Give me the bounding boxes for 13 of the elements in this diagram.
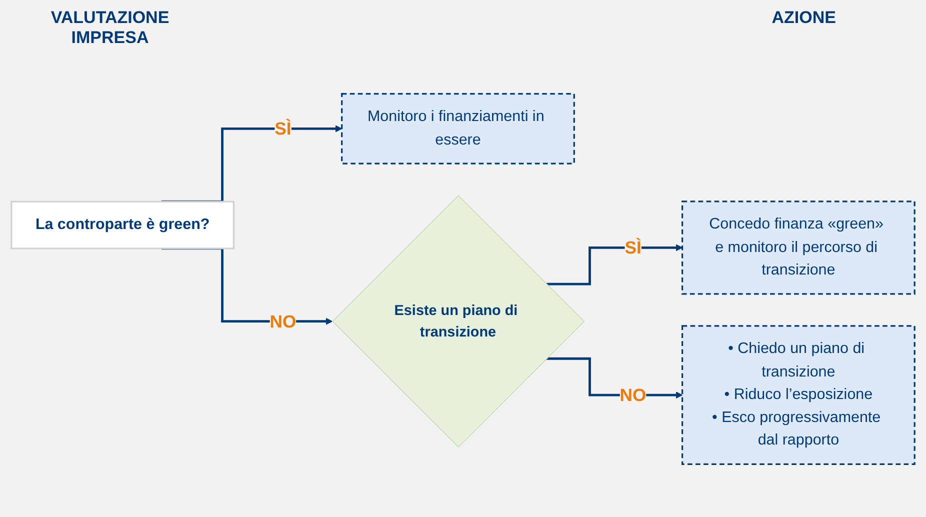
node-box: • Chiedo un piano di transizione • Riduco l’esposizione • Esco progressivamente dal rapporto xyxy=(681,325,916,465)
edge-label: NO xyxy=(620,385,646,406)
edge-label: NO xyxy=(270,311,296,332)
column-heading: AZIONE xyxy=(772,8,836,29)
arrow xyxy=(546,244,683,286)
node-diamond: Esiste un piano di transizione xyxy=(332,195,585,448)
column-heading: VALUTAZIONE IMPRESA xyxy=(50,8,170,46)
node-box: Monitoro i finanziamenti in essere xyxy=(341,93,575,164)
edge-label: SÌ xyxy=(274,118,292,139)
node-box: La controparte è green? xyxy=(10,200,234,250)
node-box: Concedo finanza «green» e monitoro il percorso di transizione xyxy=(681,200,916,295)
edge-label: SÌ xyxy=(624,238,642,258)
arrow xyxy=(162,125,342,203)
